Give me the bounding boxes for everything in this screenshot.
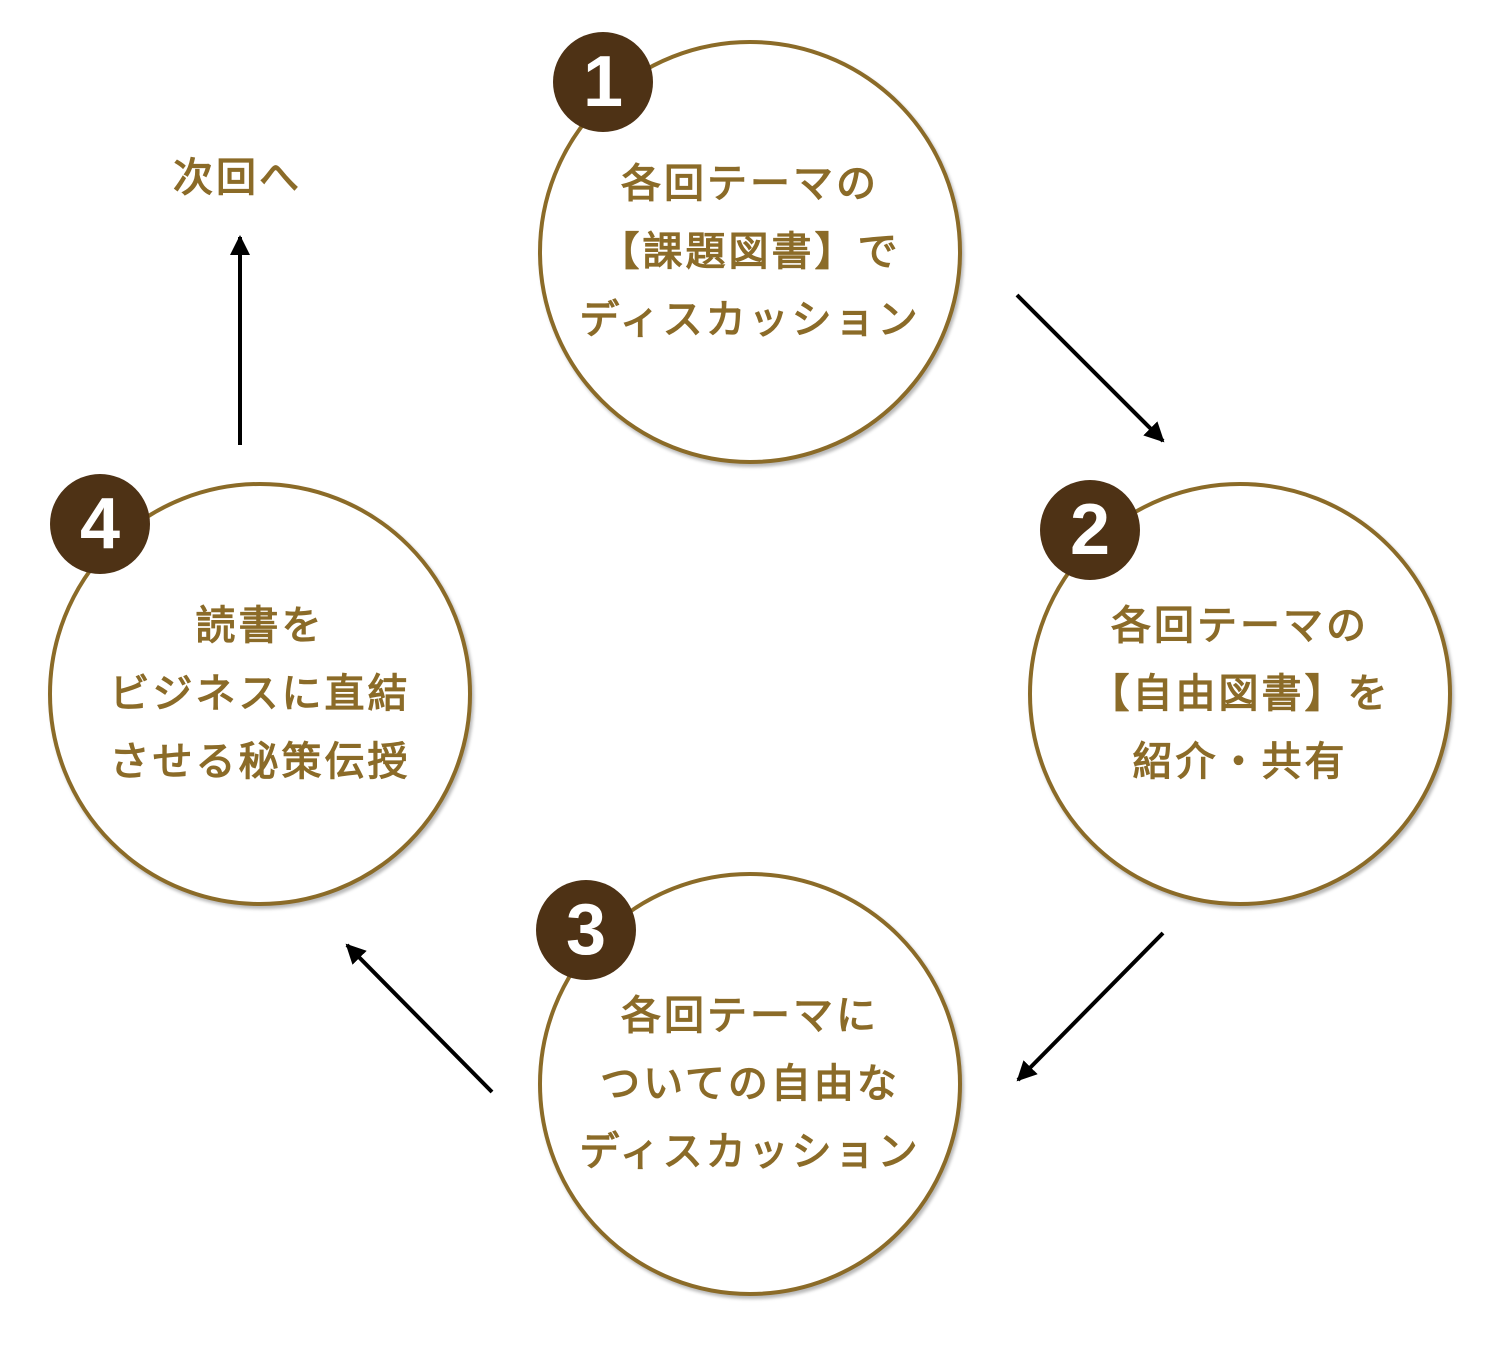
step-4-line-3: させる秘策伝授 [109, 739, 411, 785]
step-1-line-1: 各回テーマの [621, 161, 879, 207]
step-4-line-1: 読書を [195, 603, 325, 649]
step-1-line-2: 【課題図書】で [599, 229, 901, 275]
step-1-text: 各回テーマの 【課題図書】で ディスカッション [538, 40, 962, 464]
step-2-text: 各回テーマの 【自由図書】を 紹介・共有 [1028, 482, 1452, 906]
step-2-line-2: 【自由図書】を [1089, 671, 1391, 717]
step-4-text: 読書を ビジネスに直結 させる秘策伝授 [48, 482, 472, 906]
step-4-number-badge: 4 [50, 474, 150, 574]
step-4-circle [48, 482, 472, 906]
arrow-step2-to-step3 [1016, 931, 1165, 1082]
step-1-number-badge: 1 [553, 32, 653, 132]
next-session-label: 次回へ [173, 155, 302, 201]
step-3-line-1: 各回テーマに [621, 993, 879, 1039]
step-3-line-3: ディスカッション [579, 1129, 921, 1175]
step-2-line-1: 各回テーマの [1111, 603, 1369, 649]
arrow-step3-to-step4 [345, 943, 494, 1094]
step-3-text: 各回テーマに ついての自由な ディスカッション [538, 872, 962, 1296]
step-1-line-3: ディスカッション [579, 297, 921, 343]
step-3-number-badge: 3 [536, 880, 636, 980]
step-2-number-badge: 2 [1040, 480, 1140, 580]
step-4-line-2: ビジネスに直結 [109, 671, 411, 717]
step-3-line-2: ついての自由な [600, 1061, 900, 1107]
step-2-line-3: 紹介・共有 [1132, 739, 1348, 785]
arrow-step1-to-step2 [1015, 293, 1165, 443]
